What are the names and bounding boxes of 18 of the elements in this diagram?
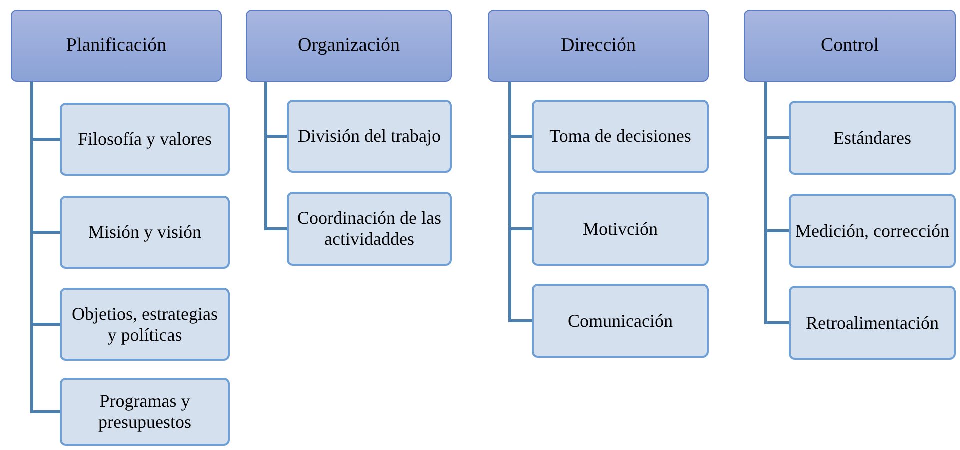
sub-activity-box: Objetios, estrategias y políticas xyxy=(60,288,230,361)
connector-line xyxy=(30,82,60,414)
sub-activity-box: Filosofía y valores xyxy=(60,103,230,176)
connector-line xyxy=(764,82,789,324)
sub-activity-box: División del trabajo xyxy=(287,100,452,173)
function-header-box: Dirección xyxy=(488,10,709,82)
function-header-box: Organización xyxy=(246,10,452,82)
sub-activity-box: Retroalimentación xyxy=(789,286,956,360)
sub-activity-box: Toma de decisiones xyxy=(532,100,709,173)
sub-activity-box: Comunicación xyxy=(532,284,709,358)
sub-activity-box: Estándares xyxy=(789,101,956,175)
sub-activity-box: Misión y visión xyxy=(60,196,230,269)
sub-activity-box: Coordinación de las actividaddes xyxy=(287,192,452,266)
sub-activity-box: Motivción xyxy=(532,192,709,266)
function-header-box: Planificación xyxy=(11,10,222,82)
sub-activity-box: Medición, corrección xyxy=(789,194,956,268)
sub-activity-box: Programas y presupuestos xyxy=(60,378,230,446)
function-header-box: Control xyxy=(744,10,956,82)
